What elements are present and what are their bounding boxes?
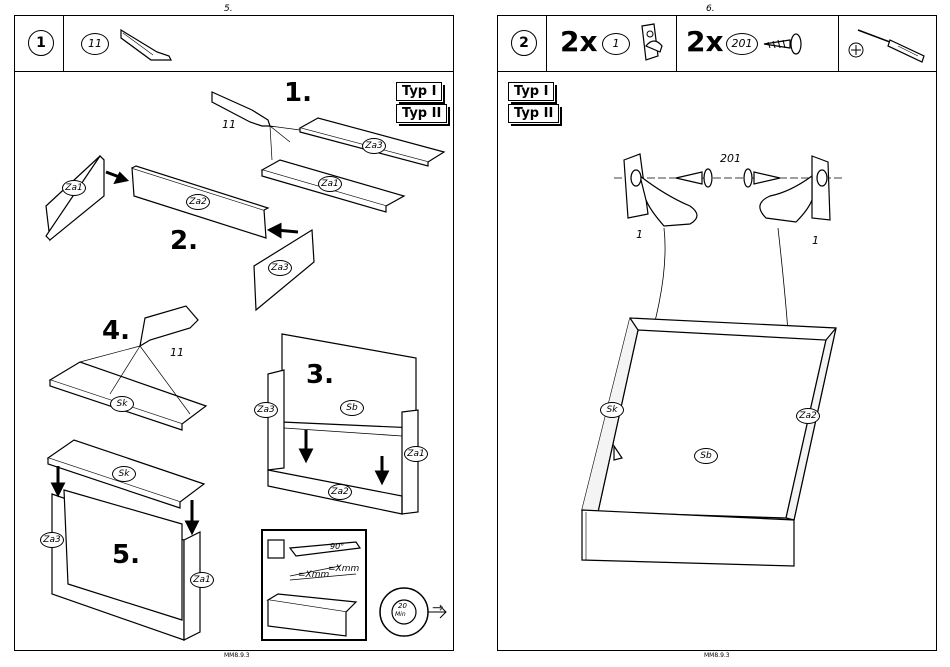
part-label-za2: Za2 xyxy=(796,408,820,424)
part-label-sb: Sb xyxy=(694,448,718,464)
screw-label: 201 xyxy=(720,152,741,165)
type-1-label: Typ I xyxy=(508,82,554,101)
type-2-label: Typ II xyxy=(508,104,559,123)
bracket-right-label: 1 xyxy=(812,234,819,247)
part-label-sk: Sk xyxy=(600,402,624,418)
footer-right: MM8.9.3 xyxy=(704,652,730,659)
bracket-left-label: 1 xyxy=(636,228,643,241)
